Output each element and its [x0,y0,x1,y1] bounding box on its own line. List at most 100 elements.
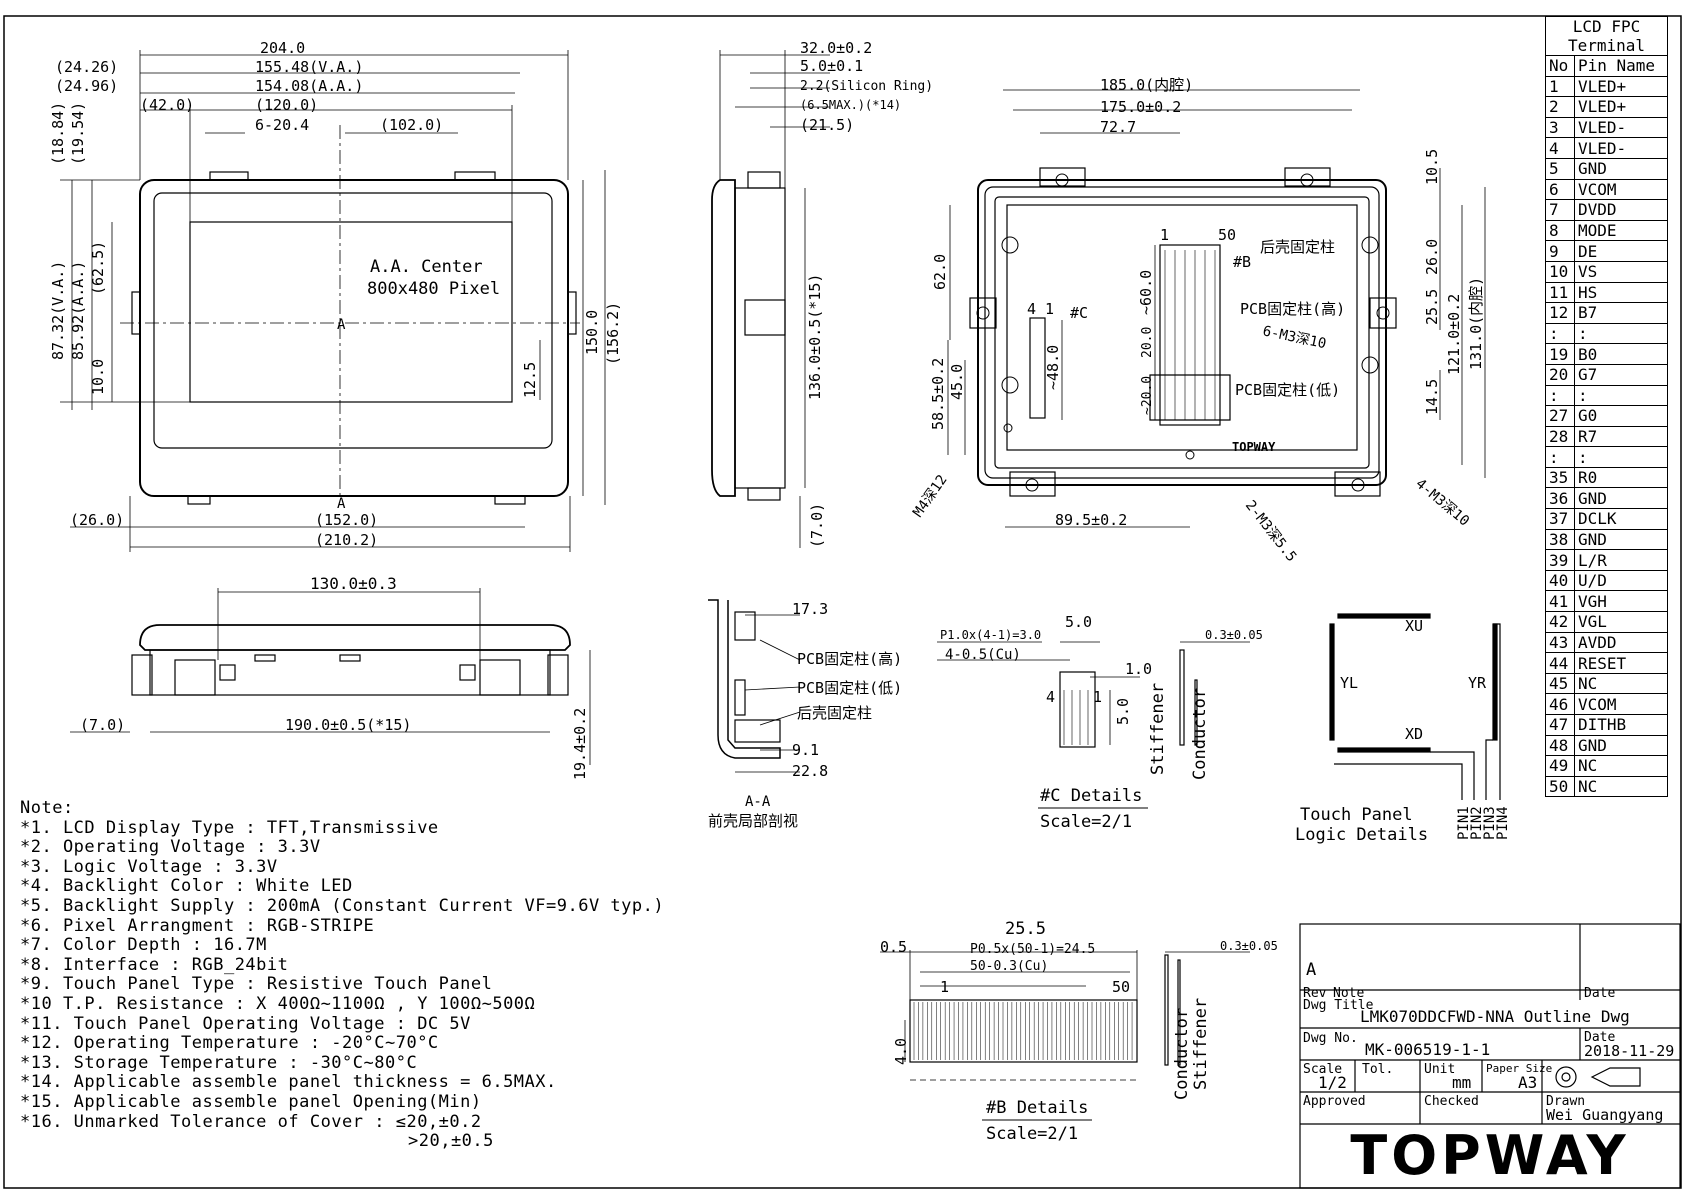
front-bezel [139,179,569,497]
pin-name: DITHB [1574,714,1668,736]
pin-number: 1 [1545,75,1575,98]
dim-7: (7.0) [808,503,826,548]
note-line: *1. LCD Display Type : TFT,Transmissive [20,817,439,838]
dim-204: 204.0 [260,39,305,57]
label-detail-b: #B [1233,253,1251,271]
approved-label: Approved [1303,1094,1366,1109]
tp-xd-label: XD [1405,725,1423,743]
pin-name: GND [1574,157,1668,180]
detail-b-title: #B Details [986,1098,1088,1118]
front-view: 204.0 (24.26) 155.48(V.A.) (24.96) 154.0… [49,39,622,552]
dim-175: 175.0±0.2 [1100,98,1181,116]
pin-name: DCLK [1574,508,1668,530]
fpc-pin-50: 50 [1218,226,1236,244]
pin-number: 39 [1545,549,1575,571]
dim-60: ~60.0 [1137,270,1155,315]
note-line: *2. Operating Voltage : 3.3V [20,837,321,858]
dim-va-w: 155.48(V.A.) [255,58,363,76]
pin-name: U/D [1574,569,1668,592]
note-line: *16. Unmarked Tolerance of Cover : ≤20,±… [20,1111,482,1132]
note-line: *8. Interface : RGB_24bit [20,954,289,975]
pin-name: B0 [1574,343,1668,365]
detail-b: 25.5 0.5 P0.5x(50-1)=24.5 50-0.3(Cu) 1 5… [880,919,1278,1144]
pin-number: 20 [1545,363,1575,386]
dim-22-8: 22.8 [792,762,828,780]
dim-21-5: (21.5) [800,116,854,134]
dim-6-20-4: 6-20.4 [255,116,309,134]
pin-number: 43 [1545,631,1575,654]
dim-0-5: 0.5 [880,938,907,956]
pin-number: 48 [1545,734,1575,757]
front-viewing-area [153,192,553,449]
dim-190: 190.0±0.5(*15) [285,716,411,734]
section-aa-title: A-A [745,794,771,810]
dim-17-3: 17.3 [792,600,828,618]
pin-name: MODE [1574,219,1668,242]
pin-number: 5 [1545,157,1575,180]
pin-number: 36 [1545,487,1575,510]
drawing-frame [3,15,1682,1189]
dim-25-5: 25.5 [1423,289,1441,325]
dim-72-7: 72.7 [1100,118,1136,136]
label-detail-c: #C [1070,304,1088,322]
pin-name: G7 [1574,363,1668,386]
note-line: *14. Applicable assemble panel thickness… [20,1072,557,1093]
pin-name: R7 [1574,425,1668,448]
pin-col-name: Pin Name [1574,55,1668,77]
section-aa-subtitle: 前壳局部剖视 [708,812,798,830]
dim-10: 10.0 [89,359,107,395]
pin-col-no: No [1545,55,1575,77]
pin-number: 28 [1545,425,1575,448]
pin-number: 2 [1545,96,1575,118]
pin-number: 40 [1545,569,1575,592]
pin-name: HS [1574,281,1668,304]
dim-150: 150.0 [583,310,601,355]
dim-0-3-b: 0.3±0.05 [1220,939,1278,953]
dim-14-5: 14.5 [1423,379,1441,415]
dim-26: (26.0) [70,511,124,529]
detail-c: P1.0x(4-1)=3.0 4-0.5(Cu) 5.0 1.0 5.0 0.3… [937,613,1263,832]
dim-210-2: (210.2) [315,531,378,549]
dim-131: 131.0(内腔) [1467,277,1485,370]
dim-62: 62.0 [931,254,949,290]
pin-name: RESET [1574,652,1668,674]
checked-label: Checked [1424,1094,1479,1109]
dwg-title-value: LMK070DDCFWD-NNA Outline Dwg [1360,1007,1630,1026]
dim-19-54: (19.54) [69,102,87,165]
b-pin-50: 50 [1112,978,1130,996]
note-line: *6. Pixel Arrangment : RGB-STRIPE [20,915,375,936]
note-line: *3. Logic Voltage : 3.3V [20,856,278,877]
pin-number: 37 [1545,508,1575,530]
section-mark-a: A [337,317,346,333]
tp-pin2: PIN2 [1469,806,1485,840]
pin-number: 47 [1545,714,1575,736]
dim-42: (42.0) [140,96,194,114]
pin-number: 19 [1545,343,1575,365]
pin-number: 45 [1545,672,1575,695]
note-line: *15. Applicable assemble panel Opening(M… [20,1092,482,1112]
note-line: *4. Backlight Color : White LED [20,876,353,897]
dim-20-a: 20.0 [1140,327,1155,358]
dim-24-26: (24.26) [55,58,118,76]
aa-label-rear-post: 后壳固定柱 [797,704,872,722]
rev-value: A [1306,960,1317,980]
side-view: 32.0±0.2 5.0±0.1 2.2(Silicon Ring) (6.5M… [711,39,933,548]
note-line: >20,±0.5 [408,1131,494,1152]
date-label: Date [1584,986,1616,1001]
dim-62-5: (62.5) [89,241,107,295]
